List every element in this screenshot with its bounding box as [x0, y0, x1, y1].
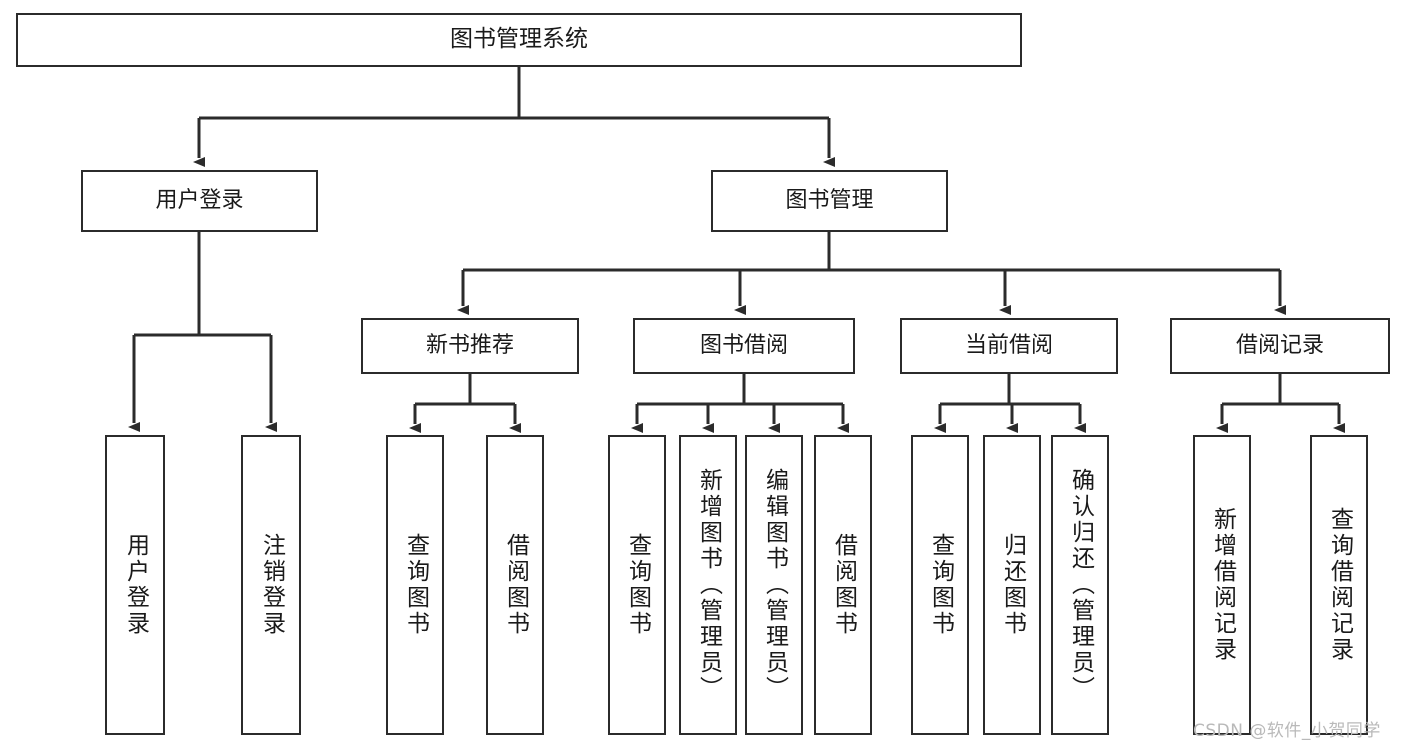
node-leaf-return-book[interactable]: 归还图书 — [983, 435, 1041, 735]
node-borrow-record[interactable]: 借阅记录 — [1170, 318, 1390, 374]
node-leaf-return-book-label: 归还图书 — [999, 533, 1026, 637]
node-leaf-add-borrow-record-label: 新增借阅记录 — [1209, 507, 1236, 663]
node-leaf-query-book-recommend-label: 查询图书 — [402, 533, 429, 637]
node-user-login-label: 用户登录 — [155, 188, 244, 214]
node-leaf-query-book-recommend[interactable]: 查询图书 — [386, 435, 444, 735]
node-leaf-borrow-book-label: 借阅图书 — [830, 533, 857, 637]
node-user-login[interactable]: 用户登录 — [81, 170, 318, 232]
node-book-borrow[interactable]: 图书借阅 — [633, 318, 855, 374]
node-leaf-query-book-current[interactable]: 查询图书 — [911, 435, 969, 735]
node-leaf-logout-login[interactable]: 注销登录 — [241, 435, 301, 735]
node-book-management-label: 图书管理 — [785, 188, 874, 214]
node-leaf-edit-book-admin[interactable]: 编辑图书（管理员） — [745, 435, 803, 735]
node-leaf-confirm-return-admin-label: 确认归还（管理员） — [1067, 468, 1094, 702]
csdn-watermark: CSDN @软件_小贺同学 — [1193, 721, 1381, 741]
node-leaf-borrow-book-recommend-label: 借阅图书 — [502, 533, 529, 637]
node-leaf-query-borrow-record[interactable]: 查询借阅记录 — [1310, 435, 1368, 735]
node-leaf-add-borrow-record[interactable]: 新增借阅记录 — [1193, 435, 1251, 735]
node-leaf-add-book-admin-label: 新增图书（管理员） — [695, 468, 722, 702]
node-book-management[interactable]: 图书管理 — [711, 170, 948, 232]
node-leaf-borrow-book[interactable]: 借阅图书 — [814, 435, 872, 735]
node-leaf-query-book-borrow[interactable]: 查询图书 — [608, 435, 666, 735]
node-root[interactable]: 图书管理系统 — [16, 13, 1022, 67]
node-leaf-logout-login-label: 注销登录 — [258, 533, 285, 637]
node-leaf-query-book-current-label: 查询图书 — [927, 533, 954, 637]
node-leaf-add-book-admin[interactable]: 新增图书（管理员） — [679, 435, 737, 735]
node-leaf-query-borrow-record-label: 查询借阅记录 — [1326, 507, 1353, 663]
node-current-borrow-label: 当前借阅 — [964, 333, 1053, 359]
node-leaf-confirm-return-admin[interactable]: 确认归还（管理员） — [1051, 435, 1109, 735]
node-book-borrow-label: 图书借阅 — [699, 333, 788, 359]
node-new-book-recommend-label: 新书推荐 — [425, 333, 514, 359]
node-leaf-user-login[interactable]: 用户登录 — [105, 435, 165, 735]
node-borrow-record-label: 借阅记录 — [1235, 333, 1324, 359]
node-leaf-edit-book-admin-label: 编辑图书（管理员） — [761, 468, 788, 702]
node-root-label: 图书管理系统 — [450, 26, 588, 53]
node-leaf-user-login-label: 用户登录 — [122, 533, 149, 637]
node-leaf-borrow-book-recommend[interactable]: 借阅图书 — [486, 435, 544, 735]
node-leaf-query-book-borrow-label: 查询图书 — [624, 533, 651, 637]
node-current-borrow[interactable]: 当前借阅 — [900, 318, 1118, 374]
node-new-book-recommend[interactable]: 新书推荐 — [361, 318, 579, 374]
